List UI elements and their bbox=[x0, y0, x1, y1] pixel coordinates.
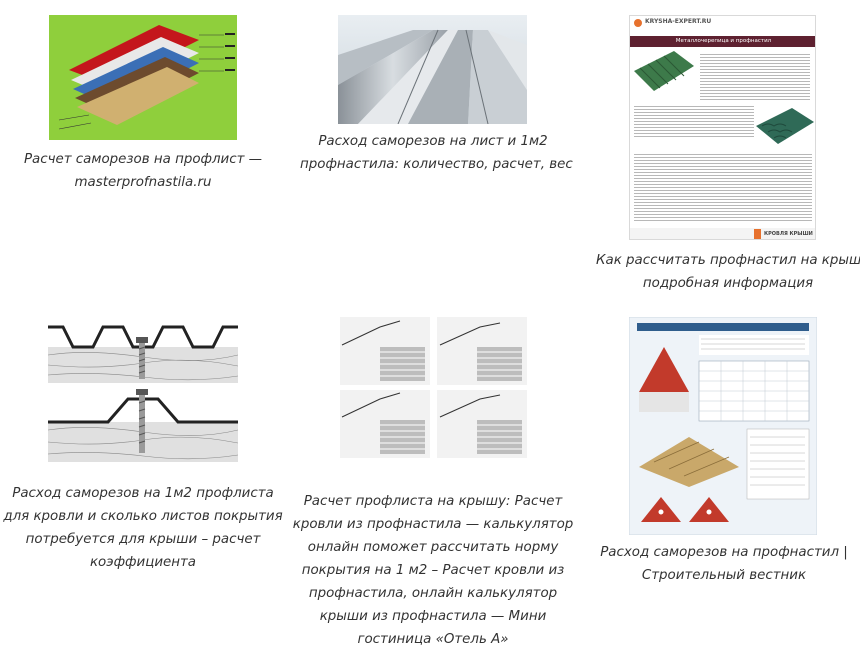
text-block bbox=[700, 52, 810, 100]
gallery-caption-2[interactable]: Расход саморезов на лист и 1м2 профнасти… bbox=[300, 134, 573, 172]
brand-name: КРОВЛЯ КРЫШИ bbox=[764, 231, 813, 237]
tile-sheet-icon bbox=[756, 108, 814, 144]
roof-layers-diagram-image[interactable] bbox=[49, 15, 237, 140]
site-name: KRYSHA-EXPERT.RU bbox=[645, 18, 712, 25]
article-heading-bar: Металлочерепица и профнастил bbox=[630, 36, 815, 47]
text-block bbox=[634, 152, 812, 222]
brand-icon bbox=[754, 229, 761, 239]
gallery-caption-4[interactable]: Расход саморезов на 1м2 профлиста для кр… bbox=[3, 486, 283, 570]
article-page-image[interactable]: KRYSHA-EXPERT.RU Металлочерепица и профн… bbox=[629, 15, 816, 240]
screw-fastening-image[interactable] bbox=[48, 317, 238, 475]
site-logo-icon bbox=[634, 19, 642, 27]
corrugated-sheet-image[interactable] bbox=[338, 15, 527, 124]
gallery-caption-6[interactable]: Расход саморезов на профнастил | Строите… bbox=[600, 545, 848, 583]
text-block bbox=[634, 104, 754, 138]
green-sheet-icon bbox=[634, 51, 694, 91]
roof-slope-table-image[interactable] bbox=[340, 317, 527, 458]
gallery-caption-5[interactable]: Расчет профлиста на крышу: Расчет кровли… bbox=[292, 494, 574, 647]
gallery-caption-3[interactable]: Как рассчитать профнастил на крышу. подр… bbox=[596, 253, 860, 291]
gallery-caption-1[interactable]: Расчет саморезов на профлист — masterpro… bbox=[23, 152, 263, 190]
roof-infographic-image[interactable] bbox=[629, 317, 817, 535]
